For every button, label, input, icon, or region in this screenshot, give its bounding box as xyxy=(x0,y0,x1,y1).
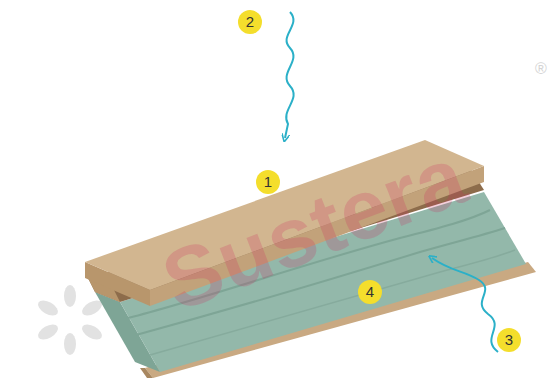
registered-mark: ® xyxy=(535,60,547,78)
logo-mark xyxy=(35,285,104,355)
callout-number: 4 xyxy=(358,280,382,304)
heat-arrow xyxy=(285,12,294,138)
callout-number: 3 xyxy=(497,328,521,352)
callout-number: 2 xyxy=(238,10,262,34)
moisture-arrow xyxy=(432,258,498,352)
bottom-board-edge xyxy=(140,368,153,378)
